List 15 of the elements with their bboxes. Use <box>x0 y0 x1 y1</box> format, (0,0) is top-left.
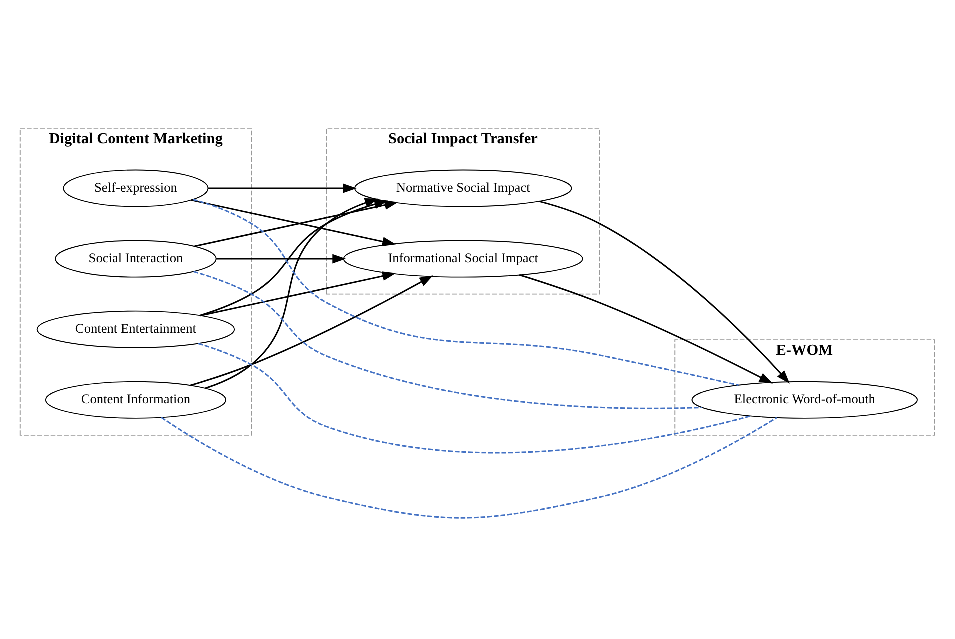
node-ellipse: Social Interaction <box>55 240 217 278</box>
arrow <box>200 272 396 317</box>
arrow <box>519 274 773 384</box>
arrow <box>205 198 379 390</box>
connector <box>194 271 702 410</box>
arrow <box>208 184 357 194</box>
arrow <box>216 254 346 264</box>
node-ellipse: Content Entertainment <box>36 310 236 348</box>
arrow <box>190 276 434 386</box>
node-ellipse: Self-expression <box>63 170 209 208</box>
arrow <box>539 200 790 384</box>
node-ellipse: Content Information <box>45 381 227 419</box>
node-ellipse: Electronic Word-of-mouth <box>692 381 918 419</box>
connector <box>198 343 752 454</box>
node-ellipse: Informational Social Impact <box>343 240 584 278</box>
